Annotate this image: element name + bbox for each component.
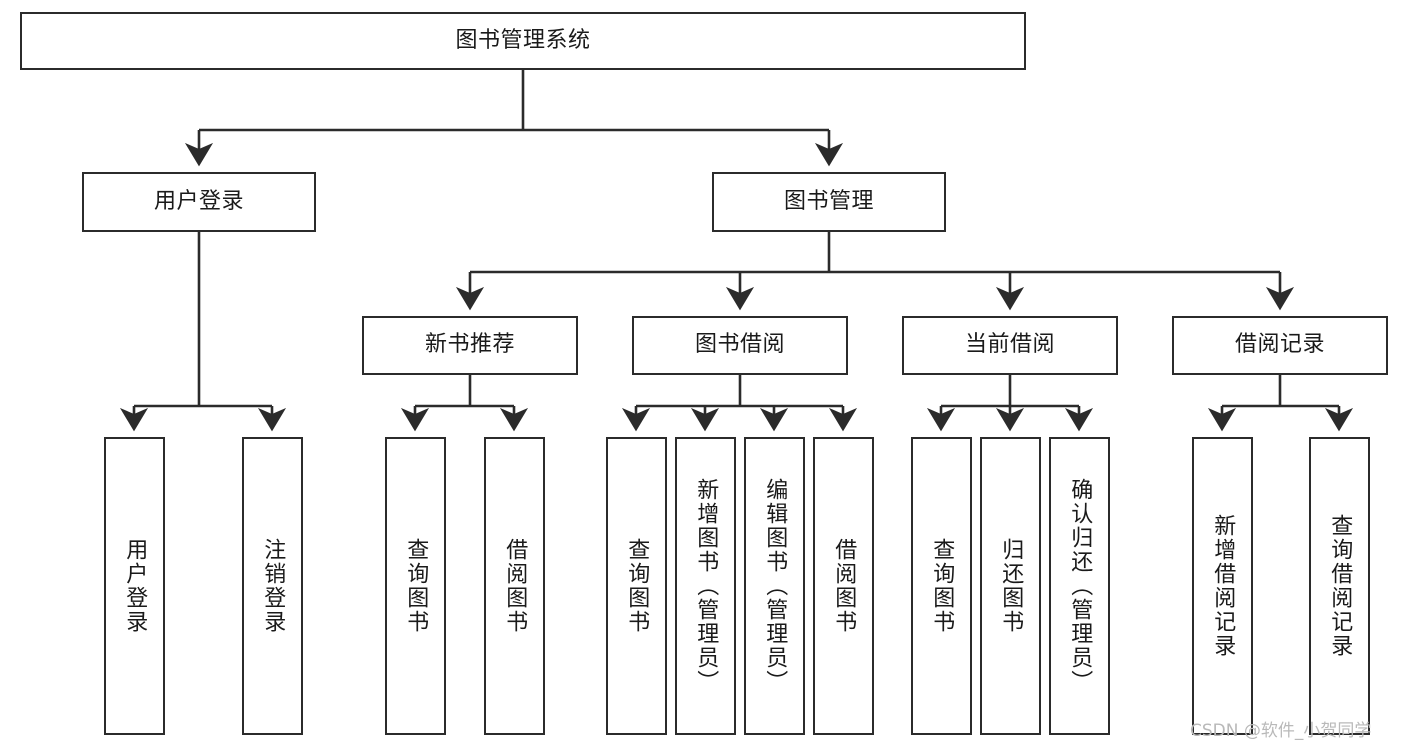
node-leaf-user-login-label: 用户登录 (122, 538, 148, 634)
node-leaf-logout[interactable]: 注销登录 (242, 437, 303, 735)
node-user-login-label: 用户登录 (153, 188, 244, 214)
node-current-borrow-label: 当前借阅 (964, 332, 1055, 358)
node-leaf-confirm-return-admin-label: 确认归还（管理员） (1067, 478, 1093, 694)
node-leaf-edit-book-admin[interactable]: 编辑图书（管理员） (744, 437, 805, 735)
node-leaf-add-book-admin-label: 新增图书（管理员） (693, 478, 719, 694)
node-book-management-label: 图书管理 (783, 188, 874, 214)
node-leaf-borrow-book[interactable]: 借阅图书 (813, 437, 874, 735)
node-leaf-query-book-borrow[interactable]: 查询图书 (606, 437, 667, 735)
node-leaf-return-book[interactable]: 归还图书 (980, 437, 1041, 735)
node-book-borrow[interactable]: 图书借阅 (632, 316, 848, 375)
node-leaf-add-borrow-record[interactable]: 新增借阅记录 (1192, 437, 1253, 735)
node-new-book-recommend-label: 新书推荐 (424, 332, 515, 358)
node-leaf-borrow-book-newbook-label: 借阅图书 (502, 538, 528, 634)
node-borrow-records[interactable]: 借阅记录 (1172, 316, 1388, 375)
node-book-borrow-label: 图书借阅 (694, 332, 785, 358)
node-leaf-confirm-return-admin[interactable]: 确认归还（管理员） (1049, 437, 1110, 735)
node-leaf-borrow-book-newbook[interactable]: 借阅图书 (484, 437, 545, 735)
node-leaf-add-borrow-record-label: 新增借阅记录 (1210, 514, 1236, 658)
node-current-borrow[interactable]: 当前借阅 (902, 316, 1118, 375)
node-root-label: 图书管理系统 (455, 27, 591, 53)
node-leaf-query-book-newbook[interactable]: 查询图书 (385, 437, 446, 735)
node-leaf-return-book-label: 归还图书 (998, 538, 1024, 634)
node-leaf-query-book-newbook-label: 查询图书 (403, 538, 429, 634)
node-leaf-query-book-borrow-label: 查询图书 (624, 538, 650, 634)
node-leaf-query-borrow-record[interactable]: 查询借阅记录 (1309, 437, 1370, 735)
csdn-watermark: CSDN @软件_小贺同学 (1190, 721, 1372, 741)
node-book-management[interactable]: 图书管理 (712, 172, 946, 232)
node-leaf-edit-book-admin-label: 编辑图书（管理员） (762, 478, 788, 694)
node-leaf-query-book-current[interactable]: 查询图书 (911, 437, 972, 735)
node-leaf-query-book-current-label: 查询图书 (929, 538, 955, 634)
node-leaf-borrow-book-label: 借阅图书 (831, 538, 857, 634)
node-leaf-logout-label: 注销登录 (260, 538, 286, 634)
node-leaf-query-borrow-record-label: 查询借阅记录 (1327, 514, 1353, 658)
node-borrow-records-label: 借阅记录 (1234, 332, 1325, 358)
node-leaf-add-book-admin[interactable]: 新增图书（管理员） (675, 437, 736, 735)
node-leaf-user-login[interactable]: 用户登录 (104, 437, 165, 735)
node-user-login[interactable]: 用户登录 (82, 172, 316, 232)
node-new-book-recommend[interactable]: 新书推荐 (362, 316, 578, 375)
node-root[interactable]: 图书管理系统 (20, 12, 1026, 70)
